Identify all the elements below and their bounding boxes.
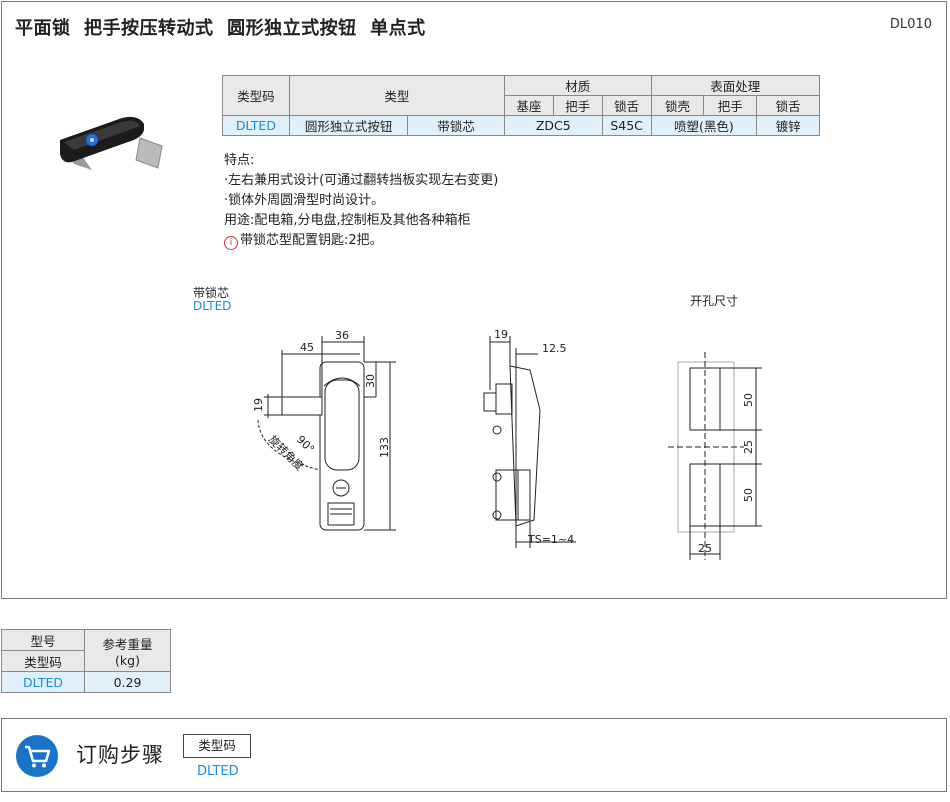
spec-cell-tongue-surface: 镀锌 [756, 115, 820, 136]
dim-50b: 50 [742, 488, 755, 502]
spec-cell-surface: 喷塑(黑色) [650, 115, 758, 136]
order-title: 订购步骤 [76, 743, 164, 767]
order-type-code-value[interactable]: DLTED [197, 764, 239, 779]
spec-header-tongue: 锁舌 [601, 95, 652, 116]
spec-cell-type1: 圆形独立式按钮 [288, 115, 409, 136]
spec-header-base: 基座 [503, 95, 554, 116]
table-row: DLTED 0.29 [1, 671, 171, 693]
feature-line: ·锁体外周圆滑型时尚设计。 [224, 193, 385, 208]
order-type-code-box: 类型码 [183, 734, 251, 758]
dim-25b: 25 [698, 542, 712, 555]
feature-line: ·左右兼用式设计(可通过翻转挡板实现左右变更) [224, 173, 499, 188]
weight-cell-value: 0.29 [84, 671, 171, 693]
spec-cell-material: ZDC5 [503, 115, 603, 136]
dim-ts: TS=1~4 [527, 533, 574, 546]
product-code: DL010 [889, 17, 932, 32]
weight-header-unit: (kg) [115, 652, 140, 668]
features-heading: 特点: [224, 153, 255, 168]
dim-19: 19 [252, 398, 265, 412]
spec-header-handle: 把手 [552, 95, 603, 116]
product-panel: 平面锁 把手按压转动式 圆形独立式按钮 单点式 DL010 [1, 1, 947, 599]
cutout-label: 开孔尺寸 [690, 294, 739, 308]
dim-45: 45 [300, 341, 314, 354]
dim-36: 36 [335, 329, 349, 342]
drawing-type-label: 带锁芯 [193, 286, 230, 300]
usage-line: 用途:配电箱,分电盘,控制柜及其他各种箱柜 [224, 213, 471, 228]
dim-19b: 19 [494, 328, 508, 341]
drawing-code-label: DLTED [193, 299, 232, 313]
weight-table: 型号 参考重量 (kg) 类型码 DLTED 0.29 [1, 629, 171, 693]
spec-cell-tongue-material: S45C [601, 115, 652, 136]
spec-cell-type2: 带锁芯 [407, 115, 505, 136]
technical-drawing: 45 36 30 19 133 90° 旋转角度 19 12.5 TS=1~4 … [252, 328, 762, 560]
dim-50a: 50 [742, 393, 755, 407]
table-row: DLTED 圆形独立式按钮 带锁芯 ZDC5 S45C 喷塑(黑色) 镀锌 [222, 115, 820, 136]
spec-header-surface: 表面处理 [650, 75, 821, 96]
page-title: 平面锁 把手按压转动式 圆形独立式按钮 单点式 [15, 18, 426, 39]
spec-header-type: 类型 [288, 75, 505, 116]
dim-25a: 25 [742, 440, 755, 454]
dim-133: 133 [378, 437, 391, 458]
weight-cell-code[interactable]: DLTED [1, 671, 85, 693]
spec-table: 类型码 类型 材质 表面处理 基座 把手 锁舌 锁壳 把手 锁舌 DLTED 圆… [222, 75, 821, 136]
spec-header-type-code: 类型码 [222, 75, 290, 116]
cart-icon [16, 735, 58, 777]
product-photo [60, 116, 163, 170]
features-block: 特点: ·左右兼用式设计(可通过翻转挡板实现左右变更) ·锁体外周圆滑型时尚设计… [224, 151, 498, 251]
dim-90: 90° [294, 433, 317, 456]
dim-12-5: 12.5 [542, 342, 567, 355]
order-section: 订购步骤 类型码 DLTED [1, 718, 947, 792]
weight-header-model: 型号 [1, 629, 85, 651]
key-note-text: 带锁芯型配置钥匙:2把。 [240, 233, 383, 248]
info-icon: i [224, 236, 238, 250]
weight-header-label: 参考重量 [102, 636, 153, 652]
weight-header-type-code: 类型码 [1, 650, 85, 672]
spec-cell-code[interactable]: DLTED [222, 115, 290, 136]
dim-30: 30 [364, 374, 377, 388]
weight-header-weight: 参考重量 (kg) [84, 629, 171, 672]
spec-header-shell: 锁壳 [650, 95, 705, 116]
